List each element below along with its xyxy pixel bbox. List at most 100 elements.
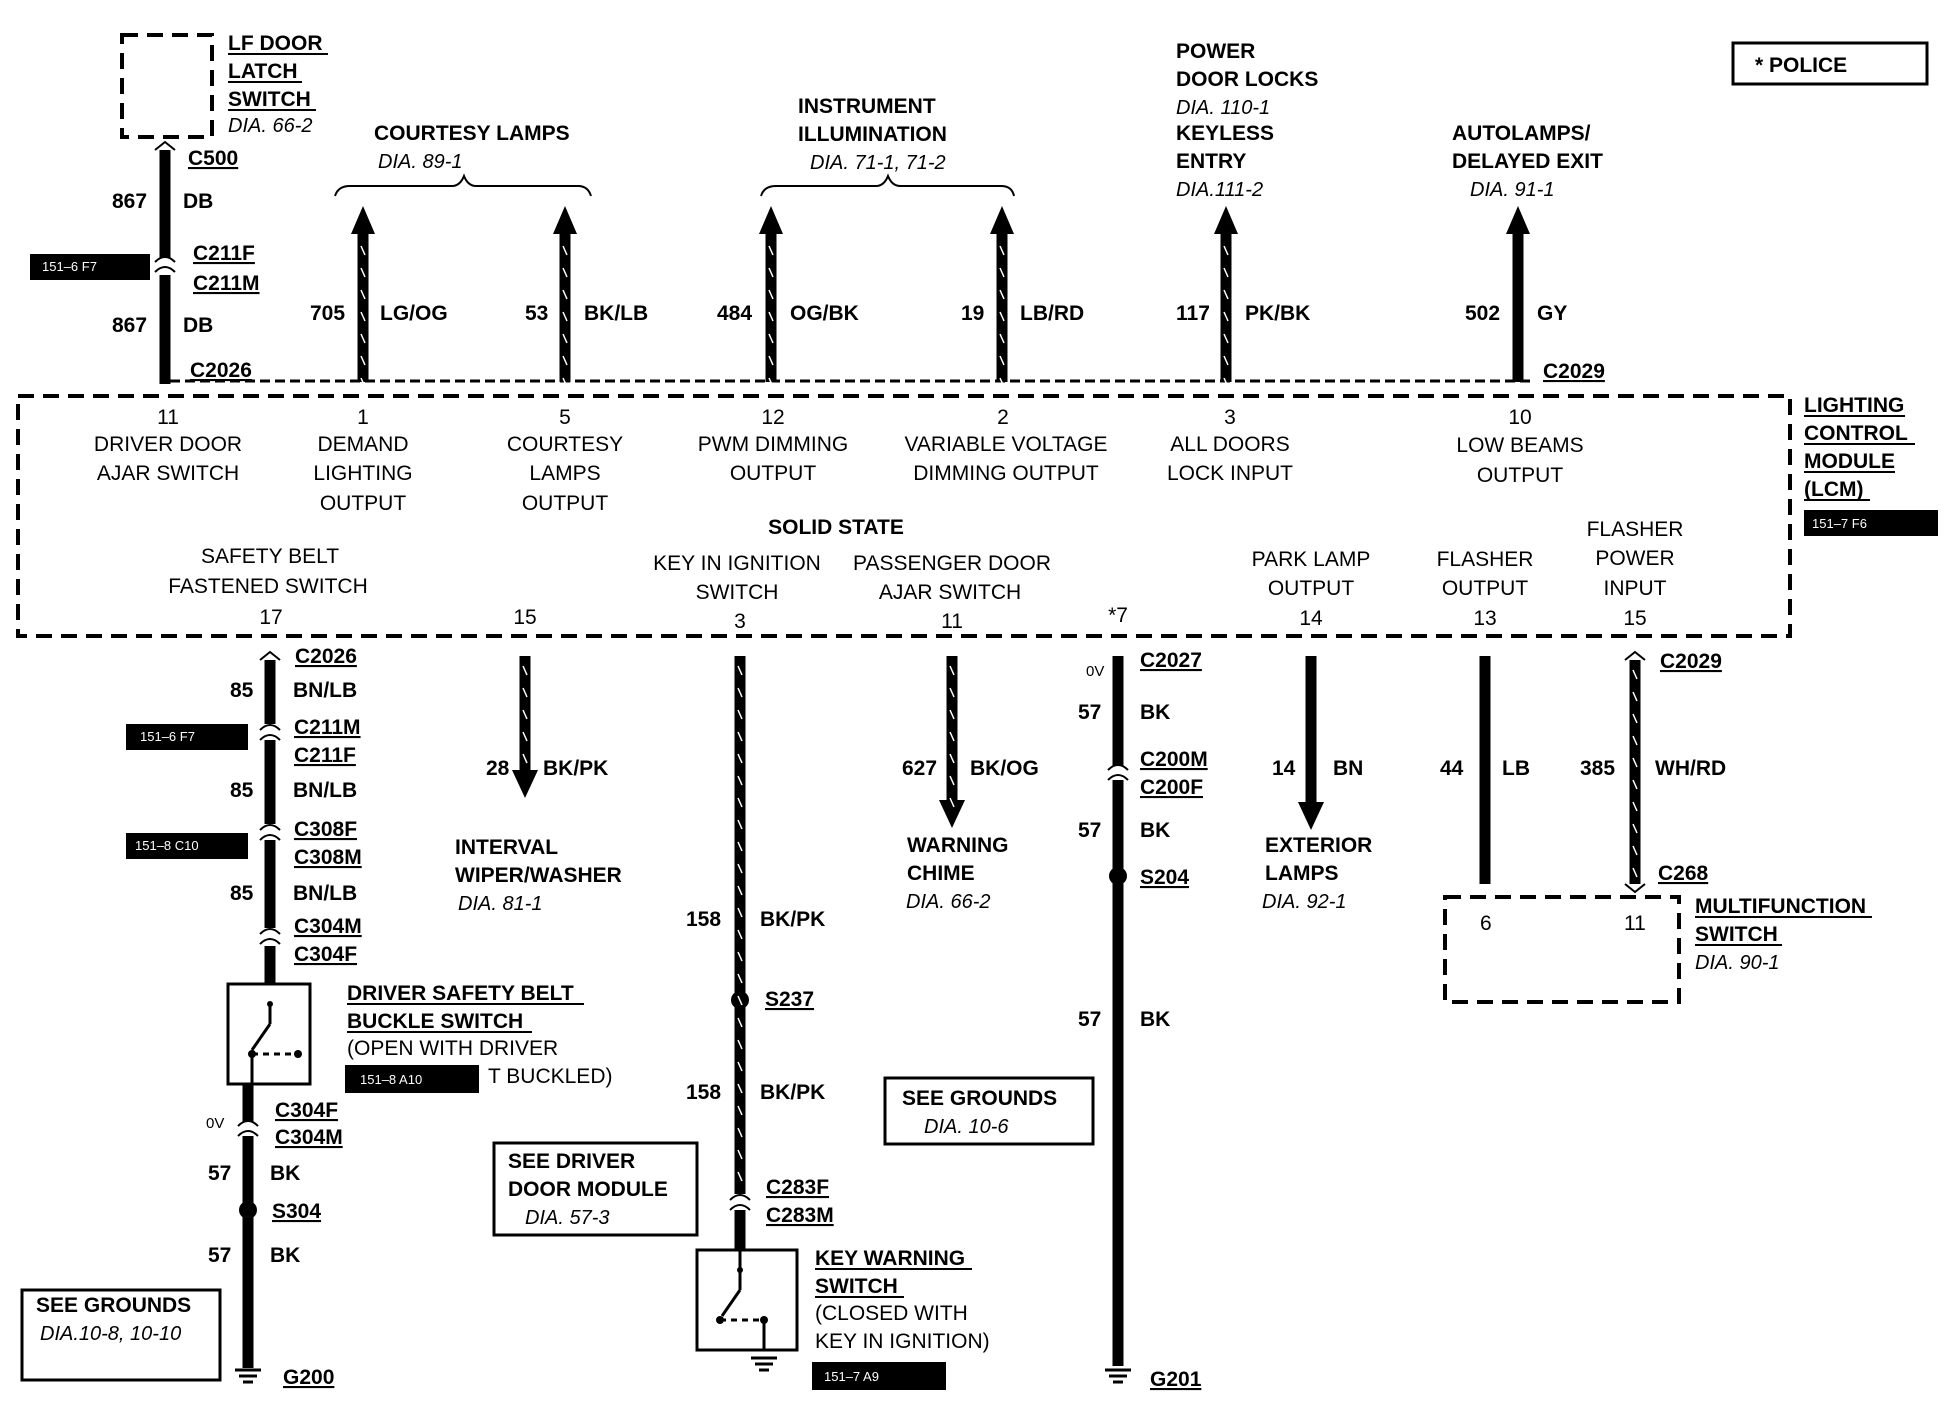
lcm-bottom-pins: SAFETY BELT FASTENED SWITCH 17 15 KEY IN…	[168, 518, 1683, 633]
wire-tick	[1632, 845, 1638, 856]
wire-tick	[949, 687, 955, 698]
pin-number: 3	[734, 610, 746, 633]
wire-tick	[737, 995, 743, 1006]
multifunction-switch-box	[1443, 895, 1681, 1004]
pin-label: LOCK INPUT	[1167, 462, 1293, 485]
svg-text:KEY IN IGNITION): KEY IN IGNITION)	[815, 1330, 990, 1353]
wire-circuit: 53	[525, 302, 548, 325]
warning-chime-label: WARNING CHIME DIA. 66-2	[906, 834, 1009, 913]
svg-text:(CLOSED WITH: (CLOSED WITH	[815, 1302, 968, 1325]
wire-color: WH/RD	[1655, 757, 1726, 780]
wire-tick	[737, 1171, 743, 1182]
wire-color: BK/PK	[760, 1081, 825, 1104]
pin-label: OUTPUT	[522, 492, 609, 515]
wire-tick	[737, 775, 743, 786]
top-output-wires	[170, 206, 1530, 383]
wire-circuit: 158	[686, 908, 721, 931]
wire-tick	[1223, 355, 1229, 366]
svg-text:LIGHTING: LIGHTING	[1804, 394, 1904, 417]
wire-circuit: 484	[717, 302, 752, 325]
pin-number: 6	[1480, 912, 1492, 935]
exterior-lamps-label: EXTERIOR LAMPS DIA. 92-1	[1262, 834, 1372, 913]
solid-state-label: SOLID STATE	[768, 516, 904, 539]
wire-tick	[949, 775, 955, 786]
wire-circuit: 85	[230, 679, 254, 702]
pin-number: 12	[761, 406, 784, 429]
svg-text:DIA.111-2: DIA.111-2	[1176, 179, 1263, 201]
svg-text:DIA. 91-1: DIA. 91-1	[1470, 179, 1554, 201]
wire-tick	[949, 731, 955, 742]
wire-tick	[1223, 377, 1229, 388]
wire-tick	[1632, 691, 1638, 702]
key-warning-wire	[729, 656, 751, 1250]
svg-text:DIA. 89-1: DIA. 89-1	[378, 151, 462, 173]
ground-g200: G200	[283, 1366, 334, 1389]
wire-color: GY	[1537, 302, 1567, 325]
connector-c304f: C304F	[275, 1099, 338, 1122]
connector-c500: C500	[188, 147, 238, 170]
pin-label: OUTPUT	[320, 492, 407, 515]
pin-number: 10	[1508, 406, 1531, 429]
wire-color: BN/LB	[293, 679, 357, 702]
svg-text:EXTERIOR: EXTERIOR	[1265, 834, 1372, 857]
pin-label: OUTPUT	[730, 462, 817, 485]
splice-s304: S304	[272, 1200, 321, 1223]
pin-number: 5	[559, 406, 571, 429]
svg-text:KEYLESS: KEYLESS	[1176, 122, 1274, 145]
ref-tag-box	[126, 833, 248, 859]
pin-label: DRIVER DOOR	[94, 433, 242, 456]
svg-text:BUCKLE SWITCH: BUCKLE SWITCH	[347, 1010, 523, 1033]
wire-circuit: 28	[486, 757, 510, 780]
wire-color: LB/RD	[1020, 302, 1084, 325]
pin-label: FLASHER	[1437, 548, 1534, 571]
splice-s204: S204	[1140, 866, 1189, 889]
pin-label: SWITCH	[696, 581, 779, 604]
splice-s237: S237	[765, 988, 814, 1011]
connector-c308m: C308M	[294, 846, 362, 869]
svg-text:LF DOOR: LF DOOR	[228, 32, 323, 55]
pin-number: 11	[941, 610, 963, 633]
pin-label: AJAR SWITCH	[879, 581, 1021, 604]
pin-label: PASSENGER DOOR	[853, 552, 1051, 575]
pin-label: DEMAND	[317, 433, 408, 456]
pin-label: FASTENED SWITCH	[168, 575, 368, 598]
wire-color: BN	[1333, 757, 1363, 780]
wire-tick	[999, 377, 1005, 388]
instrument-illumination-bracket	[760, 173, 1015, 197]
lcm-title: LIGHTING CONTROL MODULE (LCM)	[1804, 394, 1915, 501]
wire-color: BK	[270, 1244, 300, 1267]
svg-text:CHIME: CHIME	[907, 862, 975, 885]
wire-circuit: 385	[1580, 757, 1615, 780]
key-warning-switch-box	[695, 1248, 799, 1352]
svg-text:DIA. 90-1: DIA. 90-1	[1695, 952, 1779, 974]
pin-label: VARIABLE VOLTAGE	[904, 433, 1107, 456]
connector-c211f: C211F	[294, 744, 356, 767]
wire-tick	[562, 289, 568, 300]
wire-circuit: 158	[686, 1081, 721, 1104]
wire-color: BK/OG	[970, 757, 1039, 780]
wire-tick	[737, 973, 743, 984]
svg-text:ENTRY: ENTRY	[1176, 150, 1246, 173]
wire-tick	[737, 863, 743, 874]
wire-tick	[1223, 333, 1229, 344]
wire-color: BK/PK	[543, 757, 608, 780]
svg-text:T BUCKLED): T BUCKLED)	[488, 1065, 612, 1088]
wire-tick	[1223, 245, 1229, 256]
wire-tick	[562, 377, 568, 388]
wire-circuit: 57	[1078, 819, 1101, 842]
power-door-locks-label: POWER DOOR LOCKS DIA. 110-1 KEYLESS ENTR…	[1176, 40, 1318, 201]
wire-circuit: 627	[902, 757, 937, 780]
chime-arrow	[939, 800, 965, 828]
wire-tick	[737, 709, 743, 720]
wire-tick	[562, 267, 568, 278]
ref-tag: 151–6 F7	[140, 729, 195, 744]
wire-circuit: 57	[1078, 1008, 1101, 1031]
lf-door-latch-switch-box	[120, 33, 214, 139]
wire-tick	[768, 311, 774, 322]
svg-text:DRIVER SAFETY BELT: DRIVER SAFETY BELT	[347, 982, 574, 1005]
ref-tag: 151–7 A9	[824, 1369, 879, 1384]
svg-text:SWITCH: SWITCH	[1695, 923, 1778, 946]
svg-text:WARNING: WARNING	[907, 834, 1009, 857]
wiper-arrow	[512, 770, 538, 798]
connector-symbol	[154, 266, 176, 273]
